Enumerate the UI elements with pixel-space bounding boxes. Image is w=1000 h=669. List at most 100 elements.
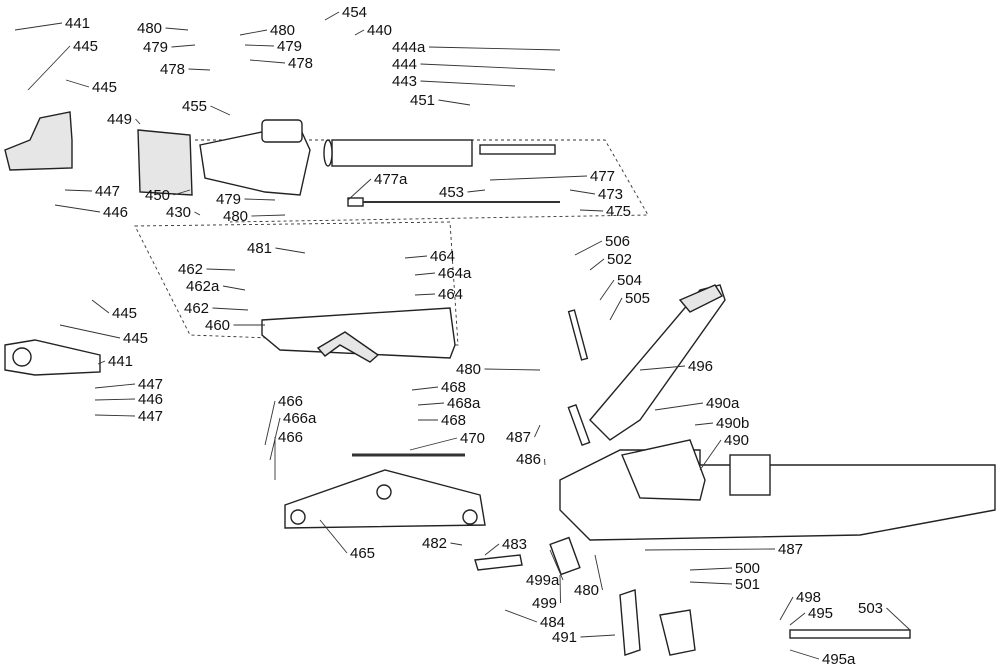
part-label-445: 445 (112, 305, 137, 322)
leader-line-495a (789, 649, 820, 660)
leader-line-464 (404, 255, 428, 259)
leader-line-447 (64, 189, 93, 192)
part-label-500: 500 (735, 560, 760, 577)
leader-line-443 (420, 80, 516, 87)
leader-line-441 (97, 360, 106, 365)
leader-line-499 (559, 574, 561, 604)
leader-line-503 (886, 607, 911, 631)
clip-483 (474, 554, 523, 571)
part-label-479: 479 (216, 191, 241, 208)
part-label-486: 486 (516, 451, 541, 468)
part-label-454: 454 (342, 4, 367, 21)
part-label-483: 483 (502, 536, 527, 553)
leader-line-505 (609, 297, 623, 321)
part-label-462: 462 (184, 300, 209, 317)
leader-line-480 (165, 27, 189, 31)
leader-line-477a (347, 178, 372, 201)
leader-line-451 (438, 99, 471, 106)
leader-line-480 (594, 554, 603, 591)
leader-line-445 (65, 79, 90, 88)
part-label-495a: 495a (822, 651, 856, 668)
leader-line-479 (244, 44, 275, 47)
part-label-490b: 490b (716, 415, 749, 432)
leader-line-465 (319, 519, 348, 554)
part-label-496: 496 (688, 358, 713, 375)
leader-line-468 (411, 386, 439, 391)
leader-line-496 (639, 365, 686, 371)
arm-441 (4, 339, 101, 376)
part-label-480: 480 (270, 22, 295, 39)
part-label-478: 478 (160, 61, 185, 78)
plate-490a (621, 439, 706, 501)
ring-454 (323, 139, 333, 167)
leader-line-449 (135, 118, 141, 125)
part-label-468: 468 (441, 412, 466, 429)
leader-line-466 (264, 400, 276, 446)
leader-line-506 (574, 240, 603, 256)
handle-loop (261, 119, 303, 143)
part-label-430: 430 (166, 204, 191, 221)
leader-lines (14, 11, 911, 660)
leader-line-478 (249, 59, 286, 64)
part-label-490a: 490a (706, 395, 740, 412)
part-label-491: 491 (552, 629, 577, 646)
pin-486 (567, 403, 591, 447)
part-label-451: 451 (410, 92, 435, 109)
parts-shapes (4, 111, 996, 656)
part-label-447: 447 (95, 183, 120, 200)
beam-460 (261, 307, 456, 359)
leader-line-430 (194, 211, 201, 216)
part-label-487: 487 (506, 429, 531, 446)
part-label-464a: 464a (438, 265, 472, 282)
part-label-444a: 444a (392, 39, 426, 56)
leader-line-464 (414, 293, 436, 296)
part-label-445: 445 (92, 79, 117, 96)
part-label-480: 480 (574, 582, 599, 599)
part-label-462a: 462a (186, 278, 220, 295)
leader-line-446 (54, 204, 101, 213)
part-label-447: 447 (138, 408, 163, 425)
part-label-445: 445 (123, 330, 148, 347)
leader-line-491 (580, 634, 616, 638)
part-label-477a: 477a (374, 171, 408, 188)
leader-line-447 (94, 383, 136, 389)
leader-line-479 (171, 44, 196, 48)
leader-line-454 (324, 11, 340, 21)
part-label-444: 444 (392, 56, 417, 73)
rod-443 (479, 144, 556, 155)
leader-line-470 (409, 437, 458, 451)
leader-line-447 (94, 414, 136, 417)
part-label-505: 505 (625, 290, 650, 307)
bracket-490b (729, 454, 771, 496)
leader-line-446 (94, 398, 136, 401)
part-label-498: 498 (796, 589, 821, 606)
leader-line-480 (484, 368, 541, 371)
quadrant-gear (316, 331, 380, 363)
bellows (137, 129, 193, 196)
leader-line-462 (206, 268, 236, 271)
leader-line-500 (689, 567, 733, 571)
coupler-head (4, 111, 73, 171)
part-label-501: 501 (735, 576, 760, 593)
leader-line-462 (212, 307, 249, 311)
leader-line-499a (549, 549, 564, 581)
part-label-466: 466 (278, 429, 303, 446)
part-label-449: 449 (107, 111, 132, 128)
part-label-446: 446 (103, 204, 128, 221)
part-label-478: 478 (288, 55, 313, 72)
part-label-440: 440 (367, 22, 392, 39)
leader-line-487 (644, 548, 776, 551)
leader-line-450 (173, 189, 191, 196)
lever-part (659, 609, 696, 656)
leader-line-480 (239, 29, 268, 36)
part-label-506: 506 (605, 233, 630, 250)
leader-line-475 (579, 209, 604, 212)
leader-line-481 (275, 247, 306, 254)
leader-line-464a (414, 272, 436, 276)
part-label-499: 499 (532, 595, 557, 612)
part-label-441: 441 (65, 15, 90, 32)
part-label-443: 443 (392, 73, 417, 90)
part-label-450: 450 (145, 187, 170, 204)
leader-line-479 (244, 198, 276, 201)
part-label-460: 460 (205, 317, 230, 334)
